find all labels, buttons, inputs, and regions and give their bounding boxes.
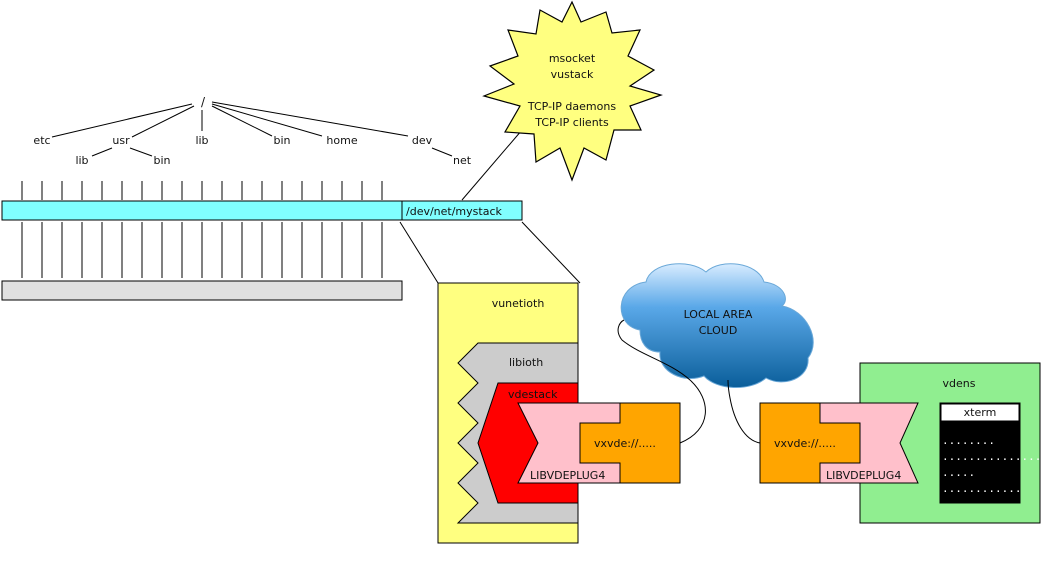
- burst-line-clients: TCP-IP clients: [534, 116, 609, 129]
- right-vxvde-label: vxvde://.....: [774, 437, 836, 450]
- cloud-line-2: CLOUD: [699, 324, 738, 337]
- kernel-cyan-bar: [1, 200, 403, 221]
- tree-node-usr: usr: [112, 134, 130, 147]
- tree-node-home: home: [326, 134, 357, 147]
- cable-left: [617, 319, 706, 444]
- libioth-label: libioth: [509, 356, 543, 369]
- xterm-line-2: ................: [942, 450, 1041, 463]
- xterm-line-1: ........: [942, 434, 995, 447]
- connector-burst: [461, 129, 523, 201]
- tree-node-bin: bin: [273, 134, 290, 147]
- syscall-ticks-top: [21, 181, 383, 200]
- tree-node-dev: dev: [412, 134, 433, 147]
- right-libvdeplug-block: [819, 402, 919, 484]
- vdens-title: vdens: [943, 377, 976, 390]
- kernel-gray-bar: [1, 280, 403, 301]
- burst-line-msocket: msocket: [549, 52, 596, 65]
- left-vxvde-block: [579, 402, 681, 484]
- burst-line-daemons: TCP-IP daemons: [527, 100, 616, 113]
- xterm-titlebar: [940, 403, 1020, 422]
- tree-node-usr-bin: bin: [153, 154, 170, 167]
- xterm-line-4: ............: [942, 482, 1021, 495]
- syscall-ticks-bottom: [21, 222, 383, 278]
- xterm-line-3: .....: [942, 466, 975, 479]
- filesystem-tree: [51, 101, 453, 157]
- tree-root-label: /: [201, 95, 206, 109]
- lan-cloud: [620, 263, 814, 389]
- vunetioth-title: vunetioth: [492, 297, 545, 310]
- cable-right: [727, 379, 761, 444]
- xterm-title: xterm: [964, 406, 997, 419]
- connector-right: [521, 221, 581, 284]
- cloud-line-1: LOCAL AREA: [684, 308, 753, 321]
- tree-node-etc: etc: [33, 134, 50, 147]
- tree-node-net: net: [453, 154, 472, 167]
- left-libvdeplug-label: LIBVDEPLUG4: [530, 469, 605, 482]
- burst-line-vustack: vustack: [551, 68, 594, 81]
- left-vxvde-label: vxvde://.....: [594, 437, 656, 450]
- mystack-path-box: [401, 200, 523, 221]
- tree-node-usr-lib: lib: [75, 154, 88, 167]
- connector-left: [399, 221, 439, 284]
- tree-node-lib: lib: [195, 134, 208, 147]
- tcpip-burst: [482, 0, 663, 182]
- right-libvdeplug-label: LIBVDEPLUG4: [826, 469, 901, 482]
- vdestack-label: vdestack: [508, 388, 558, 401]
- mystack-path-label: /dev/net/mystack: [406, 205, 502, 218]
